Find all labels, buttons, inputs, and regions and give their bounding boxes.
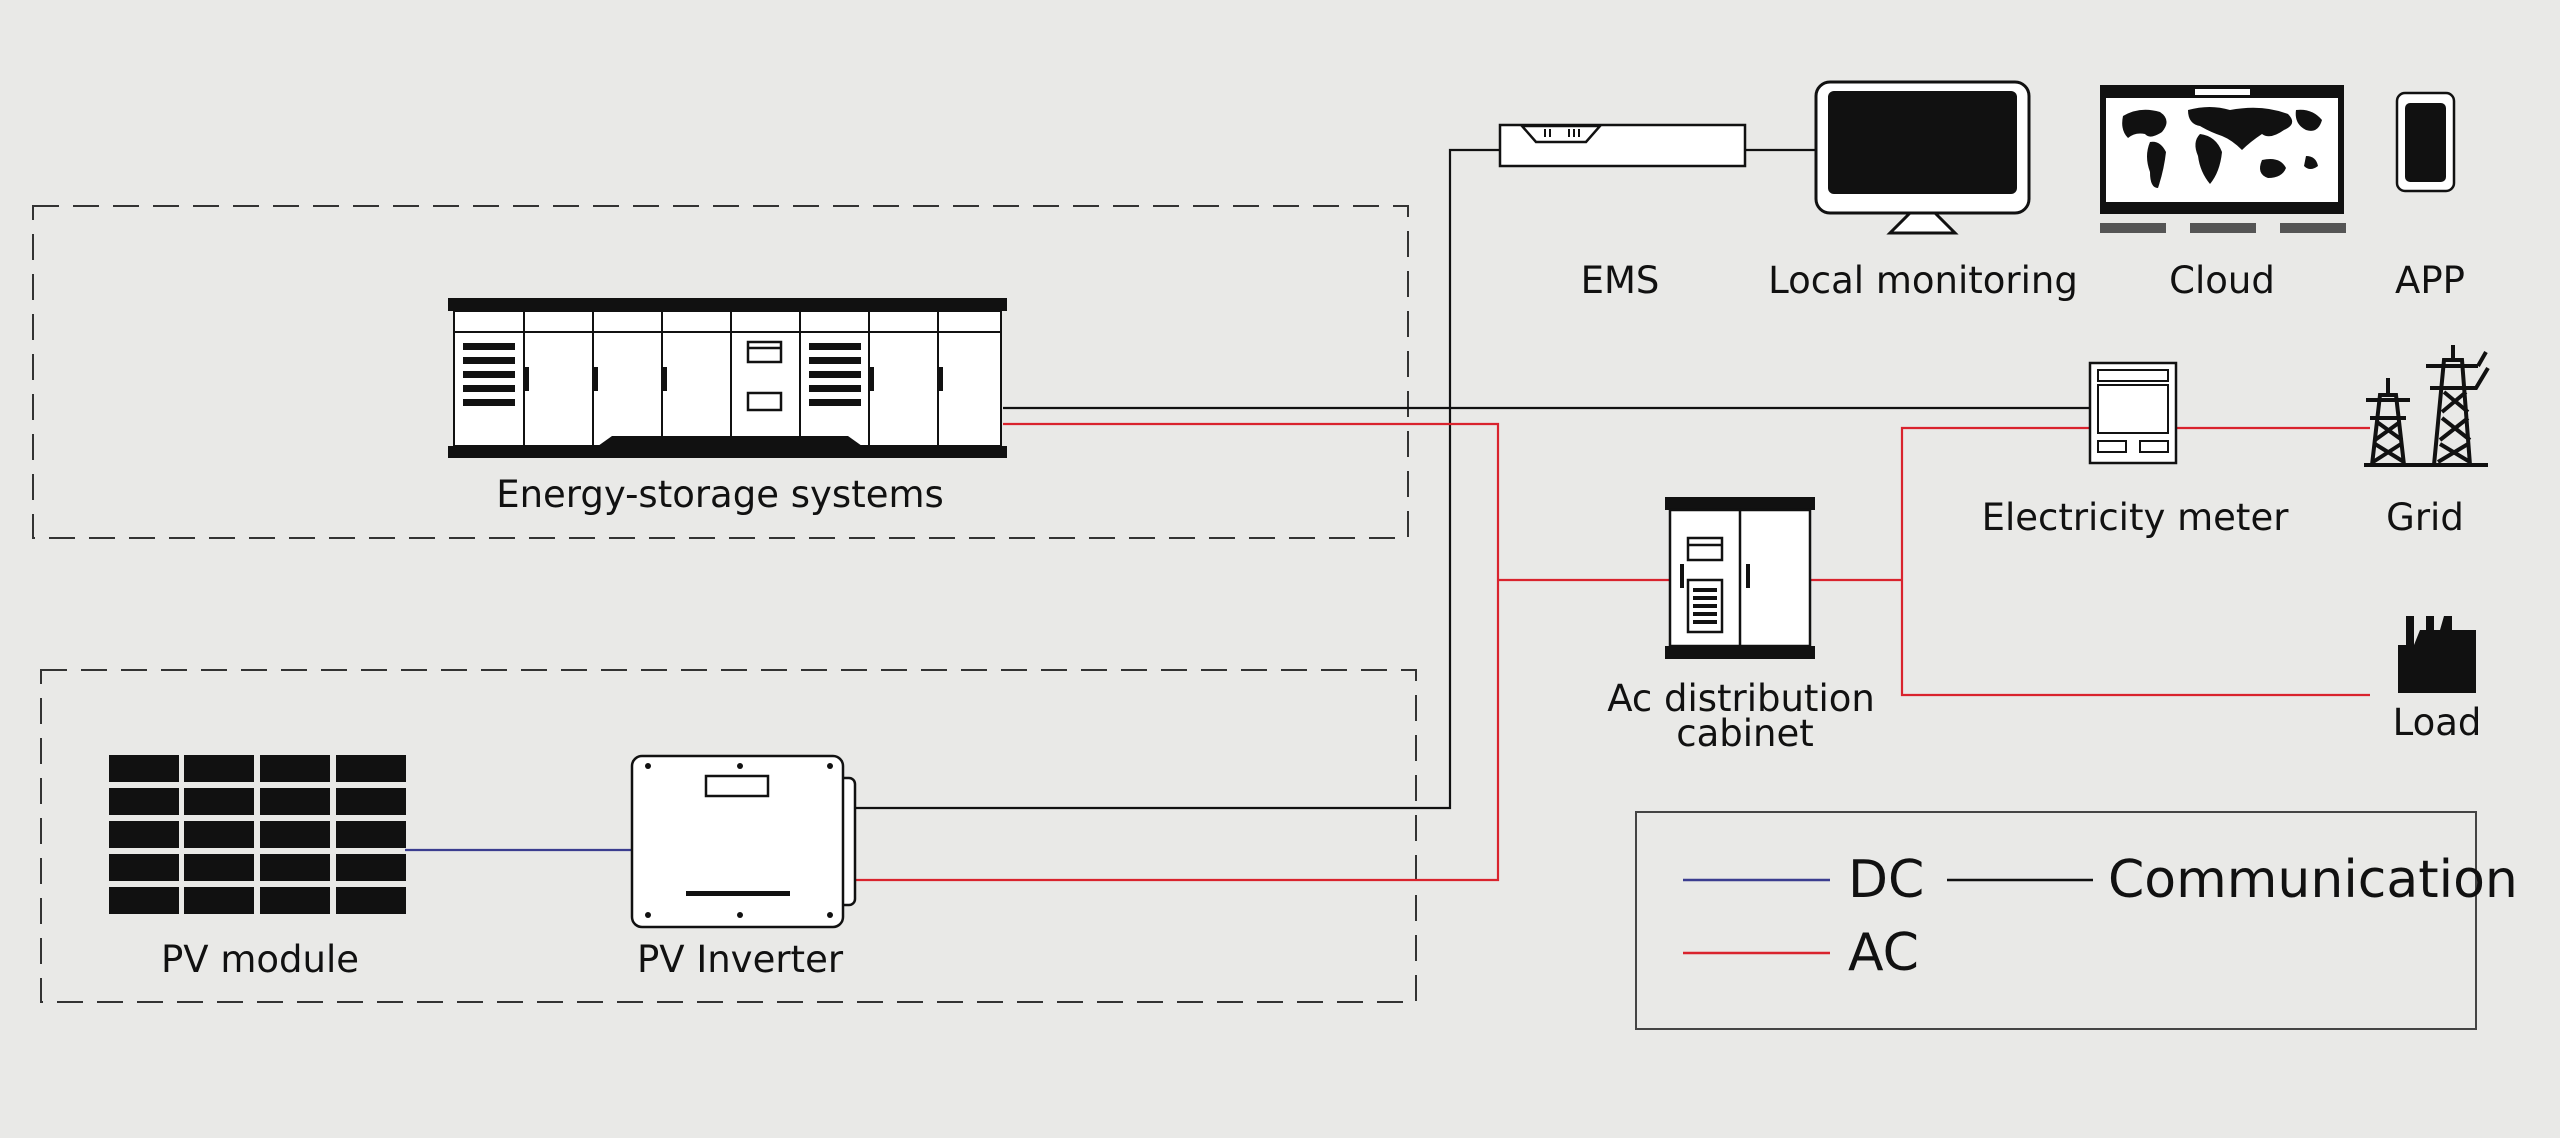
world-map-icon bbox=[2100, 85, 2346, 233]
local-monitoring-label: Local monitoring bbox=[1768, 259, 2078, 302]
load-label: Load bbox=[2393, 701, 2482, 744]
legend: DC Communication AC bbox=[1635, 811, 2518, 1030]
energy-storage-label: Energy-storage systems bbox=[496, 473, 944, 516]
phone-icon bbox=[2395, 91, 2456, 193]
solar-panel-icon bbox=[109, 755, 406, 914]
server-rack-icon bbox=[448, 298, 1007, 458]
energy-storage-group-border bbox=[32, 205, 1409, 539]
communication-lines bbox=[855, 148, 2090, 810]
ac-lines bbox=[855, 422, 2370, 882]
legend-dc-label: DC bbox=[1848, 850, 1924, 910]
cabinet-icon bbox=[1665, 497, 1815, 659]
pylon-icon bbox=[2364, 345, 2490, 467]
legend-ac-label: AC bbox=[1848, 923, 1919, 983]
meter-icon bbox=[2088, 361, 2178, 465]
ems-label: EMS bbox=[1581, 259, 1660, 302]
pv-group-border bbox=[40, 669, 1417, 1003]
legend-communication-label: Communication bbox=[2108, 850, 2518, 910]
inverter-icon bbox=[630, 754, 857, 929]
ac-cabinet-label-line1: Ac distribution bbox=[1607, 677, 1875, 720]
ac-cabinet-label-line2: cabinet bbox=[1676, 712, 1814, 755]
grid-label: Grid bbox=[2386, 496, 2464, 539]
ems-gateway-icon bbox=[1498, 123, 1747, 168]
factory-icon bbox=[2398, 616, 2476, 693]
electricity-meter-label: Electricity meter bbox=[1982, 496, 2290, 539]
pv-inverter-label: PV Inverter bbox=[637, 938, 844, 981]
app-label: APP bbox=[2395, 259, 2465, 302]
cloud-label: Cloud bbox=[2169, 259, 2275, 302]
monitor-icon bbox=[1814, 80, 2031, 235]
pv-module-label: PV module bbox=[161, 938, 359, 981]
